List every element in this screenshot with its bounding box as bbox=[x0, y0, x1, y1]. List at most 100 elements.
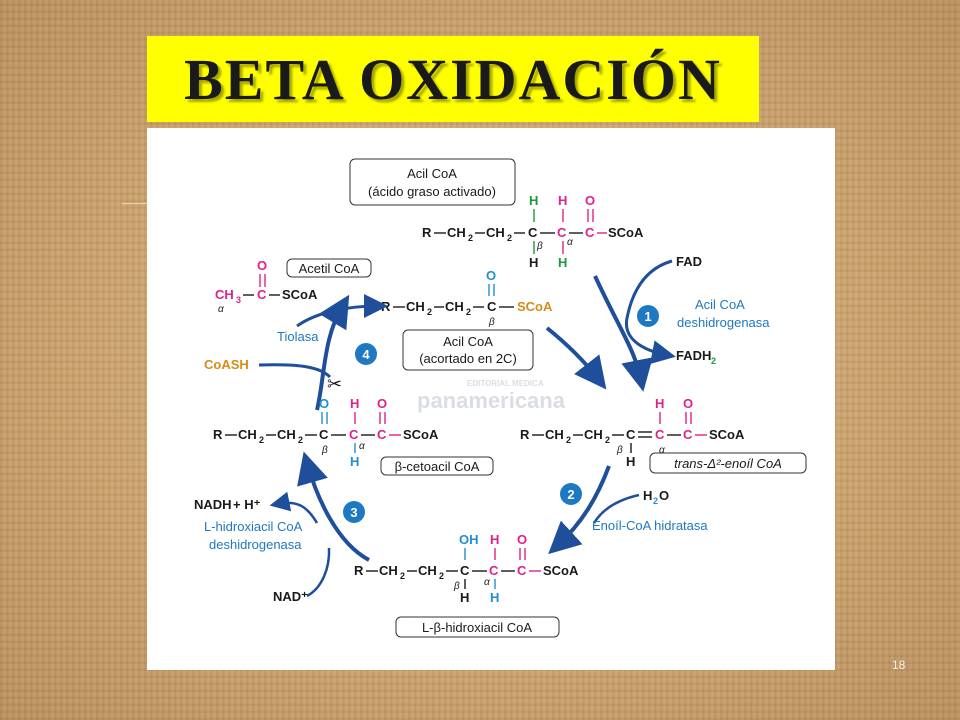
svg-text:2: 2 bbox=[427, 307, 432, 317]
svg-text:H: H bbox=[490, 532, 499, 547]
svg-text:CH: CH bbox=[215, 287, 234, 302]
svg-text:panamericana: panamericana bbox=[417, 388, 566, 413]
svg-text:L-hidroxiacil CoA: L-hidroxiacil CoA bbox=[204, 519, 303, 534]
svg-text:CH: CH bbox=[379, 563, 398, 578]
svg-text:2: 2 bbox=[439, 571, 444, 581]
svg-text:CH: CH bbox=[545, 427, 564, 442]
svg-text:FAD: FAD bbox=[676, 254, 702, 269]
svg-text:SCoA: SCoA bbox=[517, 299, 553, 314]
svg-text:(ácido graso activado): (ácido graso activado) bbox=[368, 184, 496, 199]
svg-text:CH: CH bbox=[277, 427, 296, 442]
svg-text:H: H bbox=[350, 396, 359, 411]
svg-text:CH: CH bbox=[486, 225, 505, 240]
svg-text:CH: CH bbox=[418, 563, 437, 578]
svg-text:C: C bbox=[585, 225, 595, 240]
svg-text:C: C bbox=[487, 299, 497, 314]
cycle-svg: EDITORIAL MEDICA panamericana Acil CoA (… bbox=[194, 158, 807, 638]
acetyl-coa-box: Acetil CoA bbox=[286, 258, 372, 278]
svg-text:H: H bbox=[350, 454, 359, 469]
svg-text:α: α bbox=[359, 441, 365, 452]
svg-text:C: C bbox=[257, 287, 267, 302]
svg-text:α: α bbox=[567, 237, 573, 248]
svg-text:O: O bbox=[659, 488, 669, 503]
title-banner: BETA OXIDACIÓN bbox=[147, 36, 759, 122]
svg-text:Acil CoA: Acil CoA bbox=[695, 297, 745, 312]
svg-text:(acortado en 2C): (acortado en 2C) bbox=[419, 351, 517, 366]
svg-text:Acetil CoA: Acetil CoA bbox=[299, 261, 360, 276]
svg-text:SCoA: SCoA bbox=[543, 563, 579, 578]
svg-text:β: β bbox=[536, 241, 543, 252]
svg-text:SCoA: SCoA bbox=[282, 287, 318, 302]
svg-text:C: C bbox=[683, 427, 693, 442]
svg-text:Acil CoA: Acil CoA bbox=[443, 334, 493, 349]
svg-text:H: H bbox=[558, 255, 567, 270]
svg-text:O: O bbox=[377, 396, 387, 411]
svg-text:H: H bbox=[558, 193, 567, 208]
svg-text:H: H bbox=[643, 488, 652, 503]
scissors-icon: ✂ bbox=[327, 374, 342, 394]
svg-text:α: α bbox=[659, 445, 665, 456]
svg-text:R: R bbox=[381, 299, 391, 314]
svg-text:trans-Δ²-enoíl CoA: trans-Δ²-enoíl CoA bbox=[674, 456, 782, 471]
step-3-dehydrogenase: NADH + H⁺ 3 L-hidroxiacil CoA deshidroge… bbox=[194, 451, 370, 604]
svg-text:CH: CH bbox=[447, 225, 466, 240]
svg-text:H: H bbox=[460, 590, 469, 605]
svg-text:SCoA: SCoA bbox=[709, 427, 745, 442]
svg-text:CoASH: CoASH bbox=[204, 357, 249, 372]
svg-text:NADH: NADH bbox=[194, 497, 232, 512]
svg-text:Acil CoA: Acil CoA bbox=[407, 166, 457, 181]
svg-text:C: C bbox=[349, 427, 359, 442]
svg-text:FADH: FADH bbox=[676, 348, 711, 363]
svg-text:β: β bbox=[616, 445, 623, 456]
svg-text:CH: CH bbox=[584, 427, 603, 442]
svg-text:H: H bbox=[529, 193, 538, 208]
svg-text:O: O bbox=[486, 268, 496, 283]
svg-text:2: 2 bbox=[567, 487, 574, 502]
svg-text:NAD⁺: NAD⁺ bbox=[273, 589, 308, 604]
svg-text:2: 2 bbox=[711, 356, 716, 366]
svg-text:C: C bbox=[655, 427, 665, 442]
svg-text:SCoA: SCoA bbox=[403, 427, 439, 442]
page-number: 18 bbox=[892, 658, 906, 672]
svg-text:2: 2 bbox=[259, 435, 264, 445]
svg-text:H: H bbox=[529, 255, 538, 270]
beta-oxidation-diagram: EDITORIAL MEDICA panamericana Acil CoA (… bbox=[147, 128, 835, 670]
acyl-coa-box: Acil CoA (ácido graso activado) bbox=[349, 158, 516, 206]
svg-text:β: β bbox=[453, 581, 460, 592]
svg-text:C: C bbox=[377, 427, 387, 442]
slide-title: BETA OXIDACIÓN bbox=[184, 46, 722, 112]
svg-text:H: H bbox=[490, 590, 499, 605]
svg-text:2: 2 bbox=[298, 435, 303, 445]
ketoacyl-coa-box: β-cetoacil CoA bbox=[380, 456, 494, 476]
svg-text:2: 2 bbox=[507, 233, 512, 243]
svg-text:R: R bbox=[520, 427, 530, 442]
svg-text:β: β bbox=[321, 445, 328, 456]
svg-text:deshidrogenasa: deshidrogenasa bbox=[209, 537, 302, 552]
svg-text:O: O bbox=[683, 396, 693, 411]
svg-text:deshidrogenasa: deshidrogenasa bbox=[677, 315, 770, 330]
shortened-acyl-coa-box: Acil CoA (acortado en 2C) bbox=[402, 329, 534, 371]
svg-text:R: R bbox=[354, 563, 364, 578]
svg-text:3: 3 bbox=[350, 505, 357, 520]
svg-text:Enoíl-CoA hidratasa: Enoíl-CoA hidratasa bbox=[592, 518, 708, 533]
svg-text:+ H⁺: + H⁺ bbox=[233, 497, 261, 512]
svg-text:O: O bbox=[319, 396, 329, 411]
arrow-to-enoyl bbox=[545, 326, 607, 390]
svg-text:C: C bbox=[319, 427, 329, 442]
svg-text:1: 1 bbox=[644, 309, 651, 324]
svg-text:CH: CH bbox=[238, 427, 257, 442]
svg-text:2: 2 bbox=[468, 233, 473, 243]
decorative-line bbox=[122, 203, 147, 204]
svg-text:C: C bbox=[557, 225, 567, 240]
publisher-watermark: EDITORIAL MEDICA panamericana bbox=[417, 379, 566, 413]
svg-text:4: 4 bbox=[362, 347, 370, 362]
svg-text:2: 2 bbox=[653, 496, 658, 506]
enoyl-coa-box: trans-Δ²-enoíl CoA bbox=[649, 452, 807, 474]
